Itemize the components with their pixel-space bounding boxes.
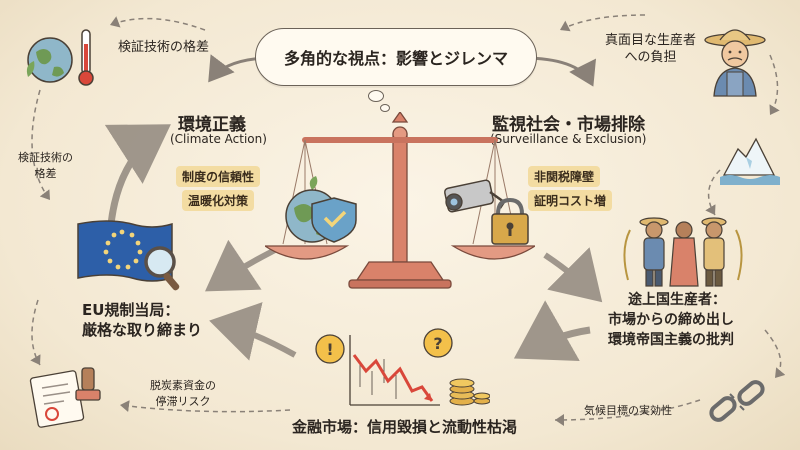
camera-lock-icon — [444, 179, 529, 245]
dash-right-down — [769, 54, 780, 116]
dash-left-down — [31, 89, 51, 201]
farmer-icon — [704, 29, 766, 97]
stamp-document-icon — [29, 367, 101, 428]
cloud-bubble-1 — [368, 90, 384, 102]
arrow-scale-to-producers — [543, 247, 603, 303]
dash-right-iceberg — [705, 169, 721, 216]
arrow-scale-to-eu — [205, 239, 277, 292]
title-cloud: 多角的な視点：影響とジレンマ — [255, 28, 537, 86]
svg-text:?: ? — [433, 334, 442, 353]
dash-left-bottom — [30, 299, 41, 366]
tag-certification-cost: 証明コスト増 — [528, 190, 613, 211]
label-financial-markets: 金融市場：信用毀損と流動性枯渇 — [292, 418, 518, 436]
label-developing-producers: 途上国生産者： 市場からの締め出し 環境帝国主義の批判 — [608, 292, 734, 348]
svg-text:!: ! — [326, 340, 333, 359]
label-eu-regulators: EU規制当局： 厳格な取り締まり — [82, 301, 203, 339]
arrow-producers-to-finance — [513, 300, 591, 362]
arrow-left-up — [104, 124, 171, 236]
page-title: 多角的な視点：影響とジレンマ — [283, 49, 508, 68]
label-top-right: 真面目な生産者 への負担 — [605, 33, 697, 65]
dash-bottom-right — [554, 399, 701, 426]
earth-thermometer-icon — [26, 29, 94, 86]
producers-group-icon — [623, 217, 743, 287]
dash-bottom-left — [119, 400, 291, 413]
melting-iceberg-icon — [720, 137, 780, 185]
left-heading: 環境正義 — [178, 115, 246, 135]
dash-top-right — [559, 14, 646, 32]
right-heading: 監視社会・市場排除 — [492, 115, 645, 135]
label-climate-goal: 気候目標の実効性 — [584, 404, 672, 417]
broken-chain-icon — [709, 380, 765, 422]
tag-non-tariff-barrier: 非関税障壁 — [528, 166, 601, 187]
dash-top-left — [109, 16, 206, 31]
right-heading-en: (Surveillance & Exclusion) — [490, 132, 647, 146]
globe-shield-icon — [285, 176, 357, 243]
left-heading-en: (Climate Action) — [170, 132, 267, 146]
label-left-mid: 検証技術の 格差 — [18, 151, 73, 180]
label-top-left: 検証技術の格差 — [118, 40, 210, 55]
cloud-bubble-2 — [380, 104, 390, 112]
dash-right-bottom — [764, 329, 786, 379]
tag-institution-trust: 制度の信頼性 — [176, 166, 261, 187]
label-decarbon-funds: 脱炭素資金の 停滞リスク — [150, 379, 216, 408]
falling-chart-icon: ! ? — [315, 328, 490, 406]
arrow-finance-to-eu — [209, 302, 297, 361]
arrow-cloud-to-right — [529, 56, 597, 87]
eu-flag-magnifier-icon — [77, 220, 180, 291]
tag-warming-measures: 温暖化対策 — [182, 190, 255, 211]
